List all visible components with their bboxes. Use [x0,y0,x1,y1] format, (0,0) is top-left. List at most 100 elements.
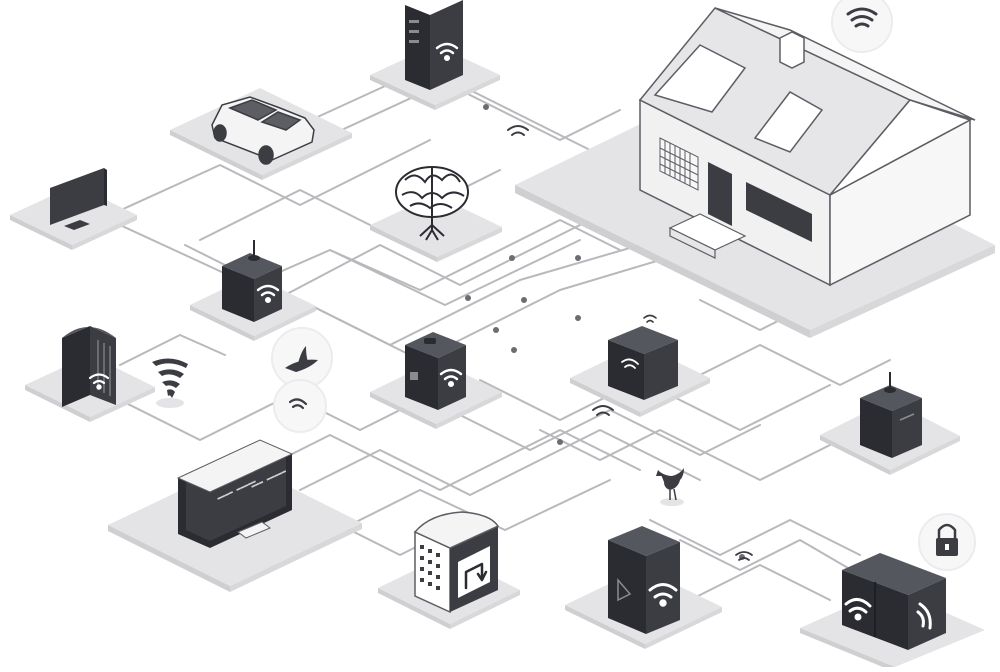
monitor-icon [50,168,107,230]
connection-dot [465,295,471,301]
connection-line [439,404,761,456]
lock-badge [918,513,976,571]
building-roof [413,511,500,549]
router-side [254,266,282,322]
wifi-icon [916,602,932,630]
connection-line [649,519,861,556]
connection-line [109,139,431,216]
platform-edge [437,227,502,262]
platform-edge [370,75,435,110]
tower-front [608,540,646,634]
router-front [860,398,892,458]
dual-device-node [800,553,985,672]
server-slot [409,20,419,23]
connection-dot [511,347,517,353]
platform-edge [90,387,155,422]
box-top [608,326,678,354]
tower-router-node [565,526,722,649]
rack-top-curve [62,326,116,338]
platform-edge [170,130,262,180]
connection-dot [493,327,499,333]
connection-line [689,344,891,386]
router-port [410,372,418,380]
connection-line [679,539,861,576]
platform-edge [450,590,520,629]
platform-edge [254,306,316,341]
wifi-icon [439,368,463,388]
connection-line [689,564,831,601]
connection-dot [557,439,563,445]
rack-front [62,326,90,407]
router-node [190,240,316,341]
connection-dots [465,104,745,560]
connection-dot [521,297,527,303]
connection-line [299,69,621,141]
platform-edge [645,607,722,649]
platform-edge [436,392,502,429]
platform-edge [370,225,437,262]
tower-top [608,526,680,556]
wifi-badge-top [831,0,893,53]
connection-line [279,244,641,346]
connection-dot [509,255,515,261]
platform-edge [565,605,645,649]
building-windows [420,545,440,590]
house-door [708,162,732,226]
antenna-base [248,255,260,261]
house-platform-edge-right [810,245,995,338]
car-icon [211,96,315,165]
antenna-base [884,387,896,393]
router-top [860,385,922,411]
house-platform-edge [515,185,810,338]
tornado-icon [152,358,188,408]
central-router-node [370,332,502,429]
return-arrow-icon [464,562,488,590]
tower-mark [617,577,632,602]
platform-edge [370,392,436,429]
router-slot [899,413,915,421]
connection-dot [575,255,581,261]
brain-node [370,166,502,262]
wifi-icon [844,598,872,621]
router-top [405,332,466,358]
platform [370,195,502,257]
server-tower-node [370,0,500,110]
connection-dot [483,104,489,110]
platform-edge [10,215,72,250]
device-top [842,553,946,595]
solar-panel [753,91,824,153]
router-top [222,253,282,279]
router-node-right [820,372,960,475]
platform-edge [820,435,890,475]
house-steps-lower [669,227,716,259]
platform-edge [72,215,137,250]
monitor-stand [237,521,271,539]
platform-edge [25,385,90,422]
connection-line [319,79,611,161]
box-front [608,340,644,400]
rack-server-node [25,326,155,422]
large-monitor-node: ▬▬▬▬ ▬▬▬▬▬ ▬▬▬ ▬▬▬▬▬ [108,439,362,592]
router-side [892,398,922,458]
platform-edge [800,628,895,672]
connection-line [119,334,226,366]
bird-icon [656,468,684,506]
house-roof-back [714,7,976,121]
router-front [405,345,438,410]
connection-line [349,479,611,531]
platform-edge [435,75,500,110]
wifi-icon [88,373,110,390]
house-gable [829,99,972,196]
connection-dot [575,315,581,321]
platform-edge [190,305,254,341]
building-node [378,511,520,629]
rack-side [90,326,116,405]
wifi-icon [507,125,529,136]
server-slot [409,40,419,43]
solar-panel [653,44,747,113]
wifi-icon [846,7,878,28]
wifi-icon [592,405,614,416]
wifi-icon [621,358,639,369]
